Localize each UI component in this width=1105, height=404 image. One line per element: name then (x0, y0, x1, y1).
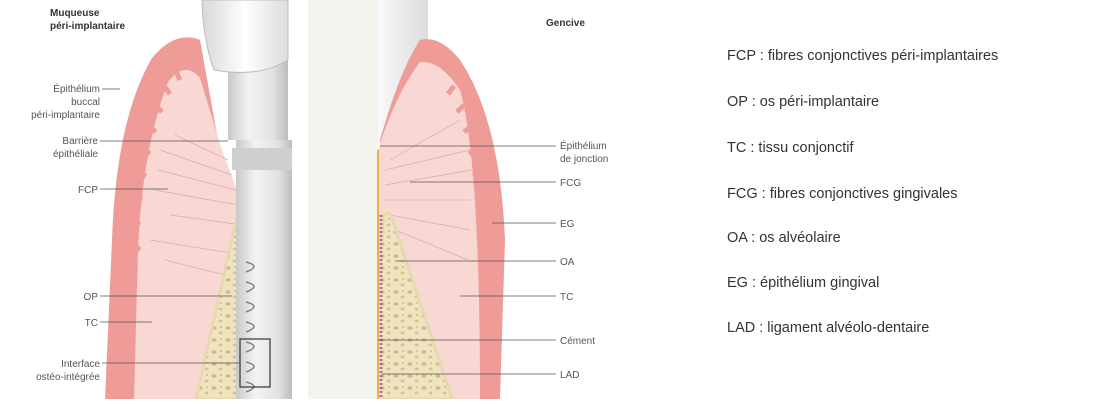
right-title: Gencive (546, 18, 585, 29)
implant-collar (232, 148, 292, 170)
implant-crown (202, 0, 288, 72)
label-op: OP (84, 292, 99, 303)
label-epithelium-jonction-1: Épithélium (560, 139, 607, 152)
label-epithelium-buccal-3: péri-implantaire (31, 110, 100, 121)
legend-item-fcp: FCP : fibres conjonctives péri-implantai… (727, 48, 998, 64)
label-fcg: FCG (560, 178, 581, 189)
legend-item-op: OP : os péri-implantaire (727, 94, 879, 110)
label-interface-1: Interface (61, 359, 100, 370)
label-tc-left: TC (85, 318, 98, 329)
left-title-line2: péri-implantaire (50, 21, 125, 32)
label-tc-right: TC (560, 292, 573, 303)
label-fcp: FCP (78, 185, 98, 196)
label-epithelium-buccal-1: Épithélium (53, 82, 100, 95)
implant-panel (105, 0, 292, 399)
legend-item-tc: TC : tissu conjonctif (727, 140, 854, 156)
label-barriere-2: épithéliale (53, 149, 98, 160)
label-eg: EG (560, 219, 575, 230)
label-lad: LAD (560, 370, 579, 381)
tooth-panel (308, 0, 505, 399)
implant-body (236, 140, 292, 399)
legend-item-oa: OA : os alvéolaire (727, 230, 841, 246)
label-interface-2: ostéo-intégrée (36, 372, 100, 383)
label-barriere-1: Barrière (62, 136, 98, 147)
tooth-root (308, 0, 378, 399)
legend-item-lad: LAD : ligament alvéolo-dentaire (727, 320, 929, 336)
left-title-line1: Muqueuse (50, 8, 100, 19)
legend-item-fcg: FCG : fibres conjonctives gingivales (727, 186, 958, 202)
label-epithelium-jonction-2: de jonction (560, 154, 608, 165)
label-cement: Cément (560, 336, 595, 347)
label-epithelium-buccal-2: buccal (71, 97, 100, 108)
label-oa: OA (560, 257, 575, 268)
legend-item-eg: EG : épithélium gingival (727, 275, 879, 291)
